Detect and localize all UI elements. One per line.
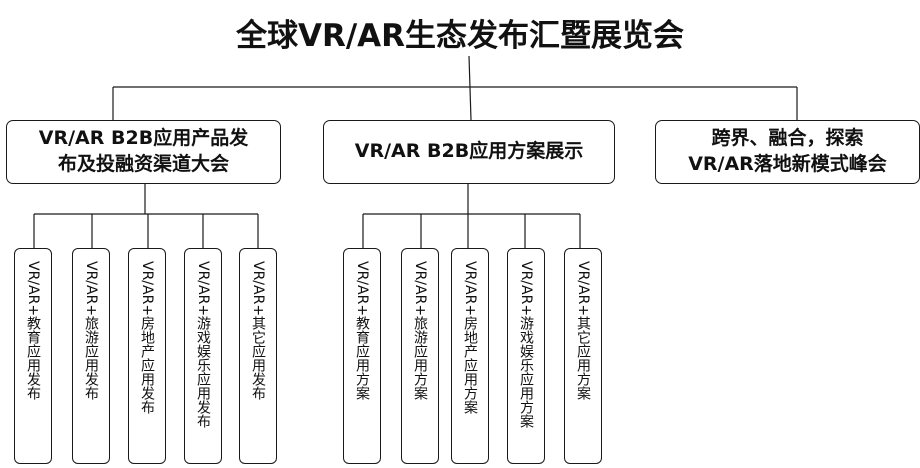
item-label: VR/AR+房地产应用方案	[462, 261, 478, 415]
item-box: VR/AR+其它应用方案	[564, 248, 602, 464]
category-label-line: VR/AR落地新模式峰会	[688, 153, 887, 175]
item-label: VR/AR+旅游应用方案	[412, 261, 428, 401]
item-label: VR/AR+旅游应用发布	[83, 261, 99, 401]
item-label: VR/AR+教育应用方案	[354, 261, 370, 401]
item-label: VR/AR+房地产应用发布	[139, 261, 155, 415]
category-label-line: VR/AR B2B应用方案展示	[354, 140, 584, 163]
category-box-2: VR/AR B2B应用方案展示	[323, 120, 615, 184]
category-box-3: 跨界、融合，探索 VR/AR落地新模式峰会	[655, 120, 920, 184]
chart-title: 全球VR/AR生态发布汇暨展览会	[235, 18, 685, 54]
item-label: VR/AR+其它应用发布	[250, 261, 266, 401]
category-label-line: 布及投融资渠道大会	[57, 153, 229, 175]
category-label-line: VR/AR B2B应用产品发	[38, 127, 249, 150]
item-box: VR/AR+游戏娱乐应用方案	[507, 248, 545, 464]
item-box: VR/AR+教育应用方案	[343, 248, 381, 464]
item-label: VR/AR+其它应用方案	[575, 261, 591, 401]
item-label: VR/AR+教育应用发布	[25, 261, 41, 401]
item-box: VR/AR+房地产应用方案	[451, 248, 489, 464]
item-box: VR/AR+教育应用发布	[14, 248, 52, 464]
item-box: VR/AR+房地产应用发布	[128, 248, 166, 464]
item-box: VR/AR+其它应用发布	[239, 248, 277, 464]
item-box: VR/AR+旅游应用发布	[72, 248, 110, 464]
category-box-1: VR/AR B2B应用产品发 布及投融资渠道大会	[6, 120, 281, 184]
item-box: VR/AR+游戏娱乐应用发布	[184, 248, 222, 464]
item-label: VR/AR+游戏娱乐应用方案	[518, 261, 534, 429]
item-box: VR/AR+旅游应用方案	[401, 248, 439, 464]
connector-title-stem	[468, 55, 472, 121]
category-label-line: 跨界、融合，探索	[711, 127, 864, 150]
item-label: VR/AR+游戏娱乐应用发布	[195, 261, 211, 429]
